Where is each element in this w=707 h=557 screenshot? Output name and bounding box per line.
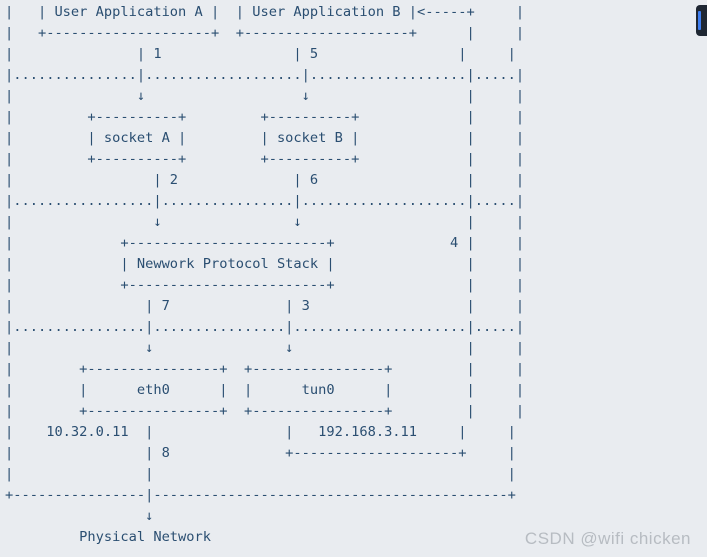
csdn-watermark: CSDN @wifi chicken [524, 529, 691, 548]
copy-icon [698, 11, 701, 30]
copy-button[interactable] [696, 5, 707, 36]
